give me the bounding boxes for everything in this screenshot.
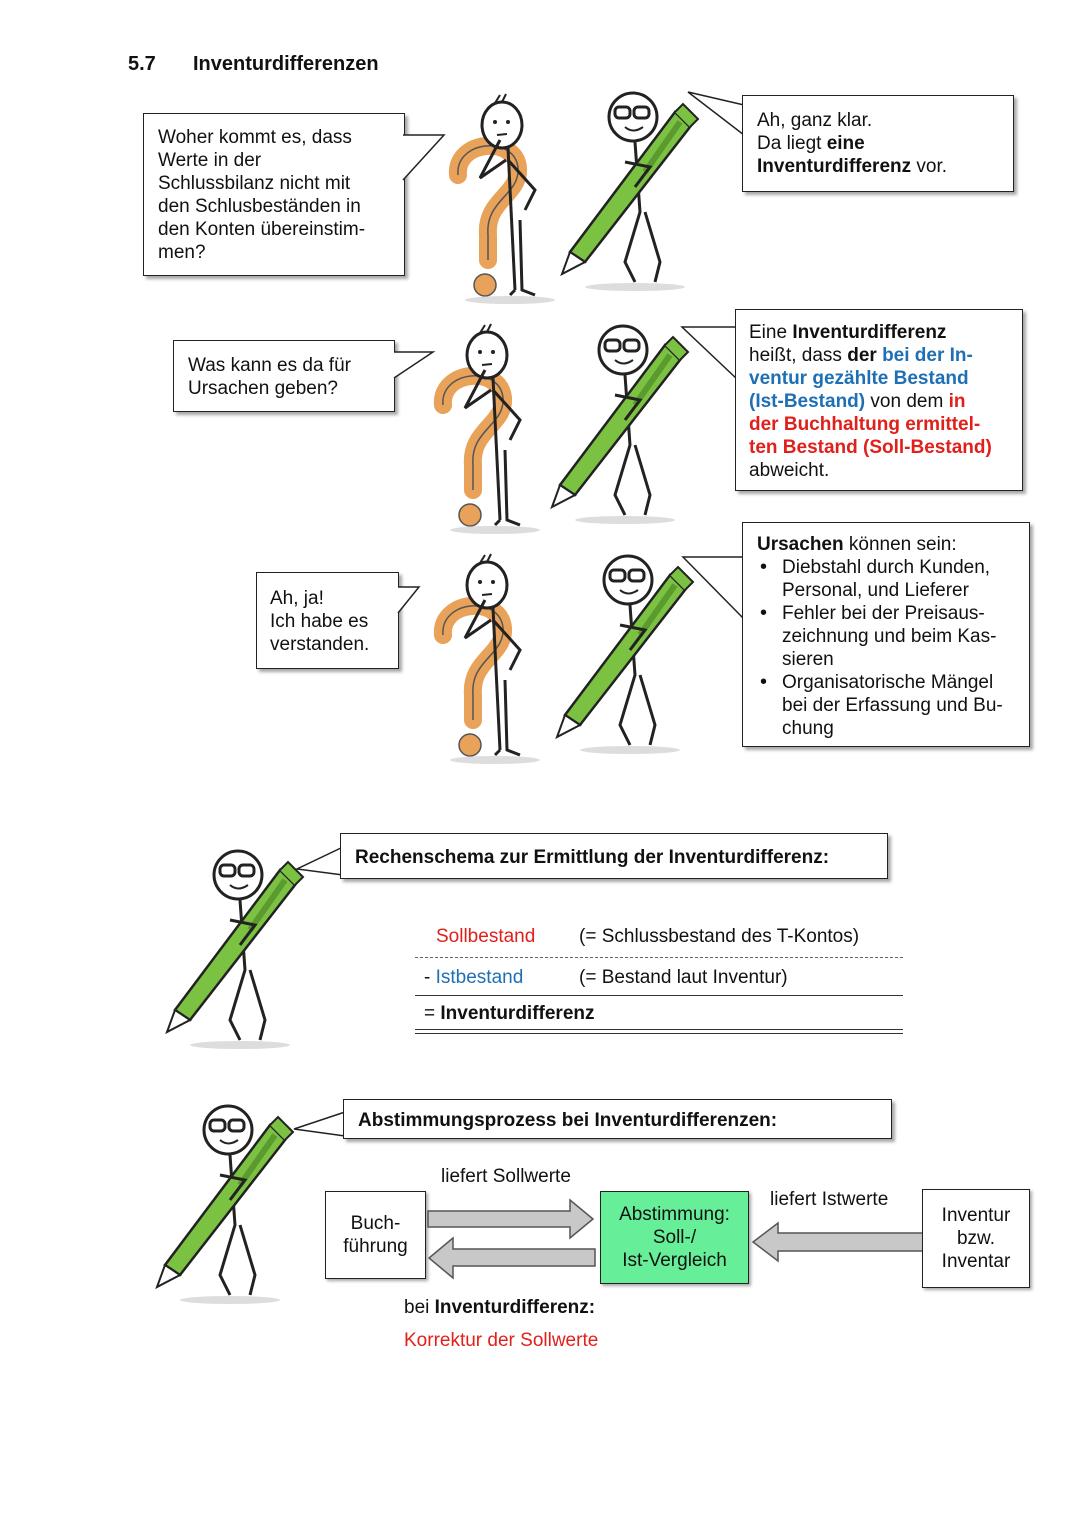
thinker-figure-3 bbox=[425, 560, 545, 760]
answer-bold: eine bbox=[826, 133, 865, 154]
cause-line: zeichnung und beim Kas- bbox=[782, 626, 997, 647]
list-item: Organisatorische Mängel bei der Erfassun… bbox=[760, 671, 1019, 740]
cause-line: Organisatorische Mängel bbox=[782, 672, 994, 693]
pen-figure-5 bbox=[160, 1105, 310, 1310]
bubble-tail-5 bbox=[397, 586, 421, 614]
schema-dashed-line bbox=[415, 957, 903, 958]
answer-text: Eine bbox=[749, 322, 793, 343]
question-bubble-3: Ah, ja! Ich habe es verstanden. bbox=[256, 572, 399, 669]
schema-ist-row: - Istbestand bbox=[424, 967, 523, 989]
schema-solid-line bbox=[415, 995, 903, 996]
box-line: Soll-/ bbox=[652, 1227, 697, 1248]
schema-soll-label: Sollbestand bbox=[436, 926, 536, 947]
label-istwerte: liefert Istwerte bbox=[770, 1189, 889, 1210]
bubble-tail-6 bbox=[681, 556, 744, 619]
bubble-tail-8 bbox=[293, 1111, 346, 1137]
schema-title-bubble: Rechenschema zur Ermittlung der Inventur… bbox=[340, 833, 888, 879]
section-title: Inventurdifferenzen bbox=[193, 53, 379, 75]
question-bubble-1: Woher kommt es, dass Werte in der Schlus… bbox=[143, 113, 405, 276]
box-line: Buch- bbox=[350, 1213, 401, 1234]
answer-text: vor. bbox=[911, 156, 948, 177]
answer-line: Ah, ganz klar. bbox=[757, 110, 873, 131]
label-bold: Inventurdifferenz: bbox=[434, 1297, 596, 1318]
answer-bold: Inventurdifferenz bbox=[757, 156, 912, 177]
section-number: 5.7 bbox=[128, 53, 156, 75]
arrow-left bbox=[427, 1236, 596, 1280]
box-line: Ist-Vergleich bbox=[622, 1250, 727, 1271]
box-line: Abstimmung: bbox=[619, 1204, 730, 1225]
arrows-soll bbox=[427, 1198, 596, 1280]
arrow-ist bbox=[751, 1221, 924, 1263]
question-line: Was kann es da für bbox=[188, 355, 351, 376]
answer-blue: (Ist-Bestand) bbox=[749, 391, 866, 412]
question-line: verstanden. bbox=[270, 634, 370, 655]
answer-text: abweicht. bbox=[749, 460, 830, 481]
bubble-tail-3 bbox=[393, 351, 436, 379]
schema-double-line bbox=[415, 1029, 903, 1034]
answer-bubble-2: Eine Inventurdifferenz heißt, dass der b… bbox=[735, 309, 1023, 491]
schema-minus: - bbox=[424, 967, 436, 988]
schema-soll-note: (= Schlussbestand des T-Kontos) bbox=[579, 926, 860, 947]
question-line: Ah, ja! bbox=[270, 588, 324, 609]
question-line: Schlussbilanz nicht mit bbox=[158, 173, 351, 194]
box-line: führung bbox=[343, 1236, 408, 1257]
schema-title: Rechenschema zur Ermittlung der Inventur… bbox=[355, 847, 830, 868]
cause-line: sieren bbox=[782, 649, 834, 670]
inventur-box: Inventur bzw. Inventar bbox=[922, 1189, 1030, 1288]
cause-line: chung bbox=[782, 718, 834, 739]
cause-line: Fehler bei der Preisaus- bbox=[782, 603, 985, 624]
box-line: Inventar bbox=[941, 1251, 1011, 1272]
answer-blue: ventur gezählte Bestand bbox=[749, 368, 969, 389]
answer-text: Da liegt bbox=[757, 133, 827, 154]
process-title-bubble: Abstimmungsprozess bei Inventurdifferenz… bbox=[343, 1099, 892, 1139]
buchfuehrung-box: Buch- führung bbox=[325, 1191, 426, 1279]
answer-text: von dem bbox=[865, 391, 949, 412]
bubble-tail-7 bbox=[294, 846, 344, 876]
causes-list: Diebstahl durch Kunden, Personal, und Li… bbox=[757, 556, 1019, 740]
schema-equals: = bbox=[424, 1003, 441, 1024]
answer-red: ten Bestand (Soll-Bestand) bbox=[749, 437, 992, 458]
abstimmung-box: Abstimmung: Soll-/ Ist-Vergleich bbox=[600, 1191, 749, 1284]
causes-suffix: können sein: bbox=[843, 534, 957, 555]
question-line: men? bbox=[158, 242, 206, 263]
question-line: Ich habe es bbox=[270, 611, 369, 632]
list-item: Fehler bei der Preisaus- zeichnung und b… bbox=[760, 602, 1019, 671]
cause-line: bei der Erfassung und Bu- bbox=[782, 695, 1003, 716]
answer-red: der Buchhaltung ermittel- bbox=[749, 414, 981, 435]
causes-bubble: Ursachen können sein: Diebstahl durch Ku… bbox=[742, 522, 1030, 747]
question-bubble-2: Was kann es da für Ursachen geben? bbox=[173, 340, 395, 412]
thinker-figure-1 bbox=[440, 100, 560, 300]
question-line: den Konten übereinstim- bbox=[158, 219, 366, 240]
question-line: den Schlusbeständen in bbox=[158, 196, 361, 217]
schema-ist-label: Istbestand bbox=[435, 967, 524, 988]
bubble-tail-2 bbox=[687, 91, 745, 136]
bubble-tail-1 bbox=[402, 134, 446, 181]
schema-ist-note: (= Bestand laut Inventur) bbox=[579, 967, 788, 988]
cause-line: Personal, und Lieferer bbox=[782, 580, 969, 601]
question-line: Woher kommt es, dass bbox=[158, 127, 352, 148]
arrow-right bbox=[427, 1198, 595, 1240]
label-inventurdifferenz: bei Inventurdifferenz: bbox=[404, 1297, 595, 1319]
list-item: Diebstahl durch Kunden, Personal, und Li… bbox=[760, 556, 1019, 602]
label-prefix: bei bbox=[404, 1297, 435, 1318]
thinker-figure-2 bbox=[425, 330, 545, 530]
box-line: bzw. bbox=[956, 1228, 996, 1249]
label-korrektur: Korrektur der Sollwerte bbox=[404, 1330, 599, 1351]
causes-label: Ursachen bbox=[757, 534, 844, 555]
question-line: Ursachen geben? bbox=[188, 378, 338, 399]
schema-result-row: = Inventurdifferenz bbox=[424, 1003, 595, 1025]
answer-red: in bbox=[948, 391, 966, 412]
answer-bold: Inventurdifferenz bbox=[792, 322, 947, 343]
answer-blue: bei der In- bbox=[882, 345, 973, 366]
cause-line: Diebstahl durch Kunden, bbox=[782, 557, 991, 578]
answer-text: heißt, dass bbox=[749, 345, 848, 366]
answer-bold: der bbox=[847, 345, 883, 366]
schema-result-label: Inventurdifferenz bbox=[440, 1003, 595, 1024]
process-title: Abstimmungsprozess bei Inventurdifferenz… bbox=[358, 1110, 778, 1131]
answer-bubble-1: Ah, ganz klar. Da liegt eine Inventurdif… bbox=[742, 95, 1014, 192]
box-line: Inventur bbox=[941, 1205, 1011, 1226]
bubble-tail-4 bbox=[680, 326, 739, 381]
question-line: Werte in der bbox=[158, 150, 262, 171]
label-sollwerte: liefert Sollwerte bbox=[441, 1166, 571, 1187]
